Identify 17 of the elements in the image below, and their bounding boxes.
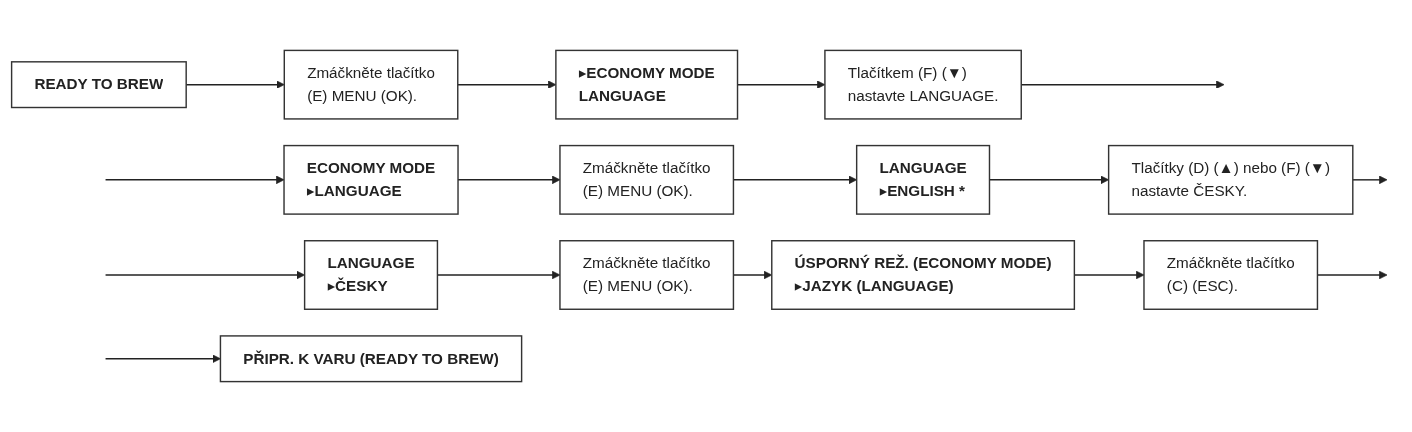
node-box: ▸ECONOMY MODE LANGUAGE [555,49,739,120]
node-box: READY TO BREW [10,61,187,109]
node-box: ÚSPORNÝ REŽ. (ECONOMY MODE) ▸JAZYK (LANGUAGE) [771,240,1076,310]
node-box: Zmáčkněte tlačítko (E) MENU (OK). [559,240,735,310]
arrow [104,354,221,363]
node-box: Zmáčkněte tlačítko (E) MENU (OK). [283,49,459,120]
node-box: Zmáčkněte tlačítko (C) (ESC). [1143,240,1319,310]
node-box: Tlačítkem (F) (▼) nastavte LANGUAGE. [824,49,1022,120]
node-box: PŘIPR. K VARU (READY TO BREW) [219,335,523,383]
node-box: LANGUAGE ▸ČESKY [303,240,439,310]
node-box: LANGUAGE ▸ENGLISH * [855,144,991,215]
arrow [1352,175,1388,184]
arrow [104,270,305,280]
arrow [104,175,285,184]
node-box: Tlačítky (D) (▲) nebo (F) (▼) nastavte ČESKY. [1107,144,1354,215]
node-box: Zmáčkněte tlačítko (E) MENU (OK). [559,144,735,215]
node-box: ECONOMY MODE ▸LANGUAGE [283,144,459,215]
